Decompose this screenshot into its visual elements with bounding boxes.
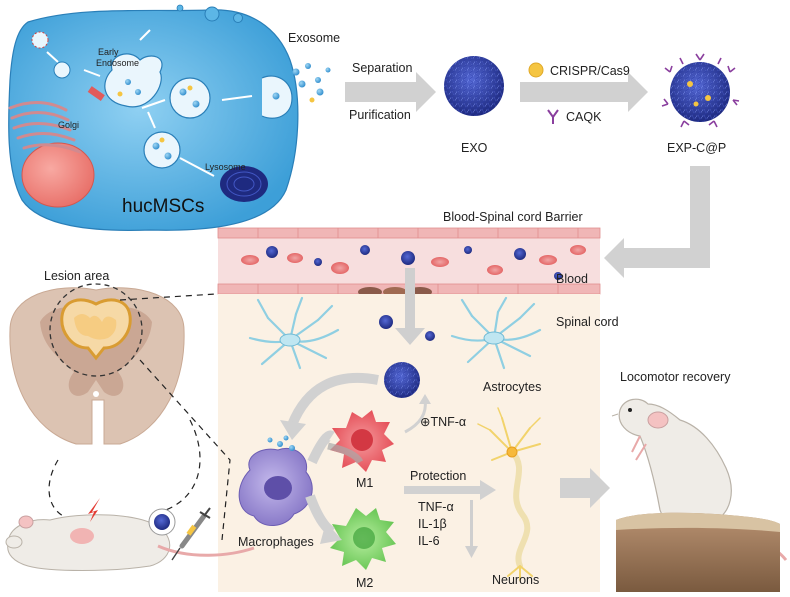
arrow-cytokines-down <box>465 500 478 558</box>
arrow-modification <box>520 72 648 112</box>
astrocyte-right <box>450 296 542 370</box>
hucmsc-cell: Early Endosome Golgi Lysosome hucMSCs <box>8 4 299 231</box>
arrow-injection <box>604 166 710 278</box>
lysosome-label: Lysosome <box>205 162 246 172</box>
golgi-apparatus <box>8 101 82 154</box>
nucleus <box>21 142 95 208</box>
early-endosome-label-2: Endosome <box>96 58 139 68</box>
locomotor-label: Locomotor recovery <box>620 370 731 384</box>
cytokine-1: TNF-α <box>418 500 454 514</box>
m2-macrophage <box>330 508 396 570</box>
expcp-label: EXP-C@P <box>667 141 726 155</box>
early-endosome-label-1: Early <box>98 47 119 57</box>
exo-label: EXO <box>461 141 488 155</box>
exosome-label: Exosome <box>288 31 340 45</box>
hucmscs-label: hucMSCs <box>122 196 204 217</box>
barrier-title: Blood-Spinal cord Barrier <box>443 210 583 224</box>
spinal-cross-section <box>9 287 185 445</box>
arrow-separation <box>345 72 436 112</box>
spinal-cord-label: Spinal cord <box>556 315 619 329</box>
exp-cp-in-blood <box>266 245 562 280</box>
neuron <box>477 407 541 581</box>
neurons-label: Neurons <box>492 573 539 587</box>
crispr-cas9-icon <box>528 62 544 78</box>
blood-label: Blood <box>556 272 588 286</box>
purification-label: Purification <box>349 108 411 122</box>
exo-particle <box>444 56 504 116</box>
exp-cp-in-tissue <box>379 315 435 398</box>
tnf-plus-label: ⊕TNF-α <box>420 415 466 429</box>
arrow-protection <box>404 480 496 500</box>
multivesicular-body <box>169 77 211 119</box>
soil-platform <box>616 512 780 592</box>
macrophages-label: Macrophages <box>238 535 314 549</box>
lysosome <box>220 166 268 202</box>
cytokine-2: IL-1β <box>418 517 447 531</box>
astrocytes-label: Astrocytes <box>483 380 541 394</box>
caqk-peptide-icon <box>547 109 559 124</box>
arrow-to-macrophages <box>287 372 379 427</box>
lesion-title: Lesion area <box>44 269 109 283</box>
m1-macrophage <box>330 410 394 472</box>
astrocyte-left <box>248 296 340 370</box>
syringe-icon <box>171 507 211 561</box>
protection-label: Protection <box>410 469 466 483</box>
separation-label: Separation <box>352 61 413 75</box>
golgi-label: Golgi <box>58 120 79 130</box>
crispr-label: CRISPR/Cas9 <box>550 64 630 78</box>
m2-label: M2 <box>356 576 373 590</box>
lesion-zoom-circle <box>49 283 143 377</box>
caqk-label: CAQK <box>566 110 602 124</box>
exp-cp-particle <box>661 53 740 128</box>
released-exosomes <box>292 63 331 103</box>
arrow-cross-barrier <box>395 268 425 345</box>
arrow-recovery <box>560 468 610 508</box>
m1-label: M1 <box>356 476 373 490</box>
injured-rat <box>5 498 255 571</box>
cytokine-3: IL-6 <box>418 534 440 548</box>
